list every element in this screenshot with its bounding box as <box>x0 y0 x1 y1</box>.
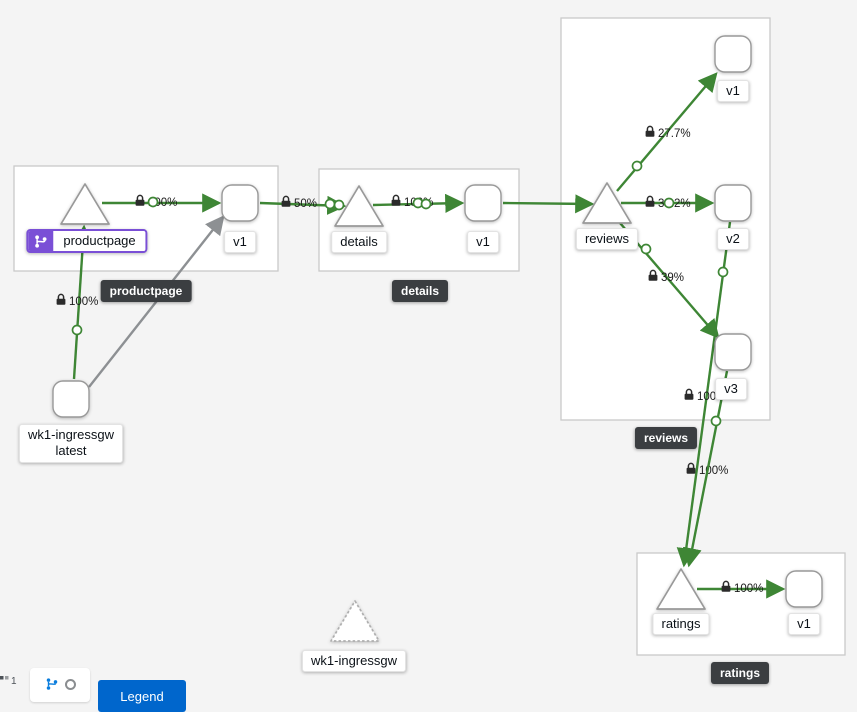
edge-reviews-v3-to-ratings[interactable] <box>682 370 729 568</box>
node-reviews-service[interactable] <box>582 182 632 224</box>
node-label-details-service: details <box>331 231 387 254</box>
node-label-productpage-v1: v1 <box>224 231 256 254</box>
circle-icon <box>64 679 76 690</box>
edge-marker-circle <box>710 415 722 427</box>
zoom-indicator[interactable]: 1 <box>0 676 26 702</box>
node-wk1-ingressgw-idle[interactable] <box>330 600 380 642</box>
mtls-lock-icon <box>684 388 694 400</box>
node-label-reviews-v1: v1 <box>717 80 749 103</box>
mesh-graph-canvas[interactable]: 100%100%50%100%27.7%33.2%39%100%100%100%… <box>0 0 857 691</box>
node-label-reviews-v3: v3 <box>715 378 747 401</box>
mtls-lock-icon <box>721 580 731 592</box>
graph-branch-icon <box>46 678 57 690</box>
edge-label-reviews-to-v1: 27.7% <box>645 125 691 140</box>
edge-marker-circle <box>420 198 432 210</box>
legend-button[interactable]: Legend <box>98 680 186 712</box>
edge-ingressgw-to-productpage-v1[interactable] <box>88 215 225 388</box>
edge-marker-circle <box>333 199 345 211</box>
mtls-lock-icon <box>648 269 658 281</box>
svg-text:27.7%: 27.7% <box>658 128 691 140</box>
mtls-lock-icon <box>56 293 66 305</box>
edge-reviews-v2-to-ratings[interactable] <box>676 221 732 568</box>
node-label-ratings-v1: v1 <box>788 613 820 636</box>
node-label-reviews-service: reviews <box>575 228 639 251</box>
svg-text:100%: 100% <box>69 296 98 308</box>
edge-label-productpage-v1-to-details: 50% <box>281 195 317 210</box>
edge-marker-circle <box>631 160 643 172</box>
node-label-details-v1: v1 <box>467 231 499 254</box>
svg-text:50%: 50% <box>294 198 317 210</box>
node-details-service[interactable] <box>334 185 384 227</box>
node-label-wk1-ingressgw: wk1-ingressgw latest <box>19 424 123 463</box>
mtls-lock-icon <box>645 125 655 137</box>
mtls-lock-icon <box>391 194 401 206</box>
edge-marker-circle <box>71 324 83 336</box>
mtls-lock-icon <box>281 195 291 207</box>
graph-type-panel[interactable] <box>30 668 90 702</box>
node-wk1-ingressgw[interactable] <box>52 380 90 418</box>
zoom-value: 1 <box>11 676 17 687</box>
svg-text:100%: 100% <box>699 465 728 477</box>
node-reviews-v2[interactable] <box>714 184 752 222</box>
code-branch-icon <box>28 231 54 252</box>
edge-label-ingressgw-to-productpage: 100% <box>56 293 98 308</box>
mtls-lock-icon <box>686 462 696 474</box>
edge-marker-circle <box>640 243 652 255</box>
box-badge-productpage: productpage <box>100 280 192 302</box>
node-productpage-service[interactable] <box>60 183 110 225</box>
node-label-reviews-v2: v2 <box>717 228 749 251</box>
mtls-lock-icon <box>645 195 655 207</box>
node-label-wk1-ingressgw-idle: wk1-ingressgw <box>302 650 406 673</box>
node-label-productpage-service: productpage <box>26 229 148 254</box>
svg-text:39%: 39% <box>661 272 684 284</box>
mtls-lock-icon <box>135 194 145 206</box>
node-ratings-service[interactable] <box>656 568 706 610</box>
svg-text:33.2%: 33.2% <box>658 198 691 210</box>
edge-details-v1-to-reviews[interactable] <box>502 194 595 214</box>
node-details-v1[interactable] <box>464 184 502 222</box>
edge-marker-circle <box>147 196 159 208</box>
box-badge-reviews: reviews <box>634 427 698 449</box>
box-badge-ratings: ratings <box>710 662 770 684</box>
edge-marker-circle <box>324 198 336 210</box>
edge-reviews-to-v1[interactable] <box>616 72 718 192</box>
edge-label-reviews-to-v3: 39% <box>648 269 684 284</box>
node-label-ratings-service: ratings <box>652 613 710 636</box>
edge-marker-circle <box>663 197 675 209</box>
box-badge-details: details <box>391 280 449 302</box>
node-reviews-v1[interactable] <box>714 35 752 73</box>
node-ratings-v1[interactable] <box>785 570 823 608</box>
svg-text:100%: 100% <box>734 583 763 595</box>
edge-marker-circle <box>717 266 729 278</box>
grid-icon <box>0 676 9 680</box>
node-productpage-v1[interactable] <box>221 184 259 222</box>
graph-svg: 100%100%50%100%27.7%33.2%39%100%100%100% <box>13 17 846 656</box>
edge-label-ratings-to-v1: 100% <box>721 580 763 595</box>
node-reviews-v3[interactable] <box>714 333 752 371</box>
